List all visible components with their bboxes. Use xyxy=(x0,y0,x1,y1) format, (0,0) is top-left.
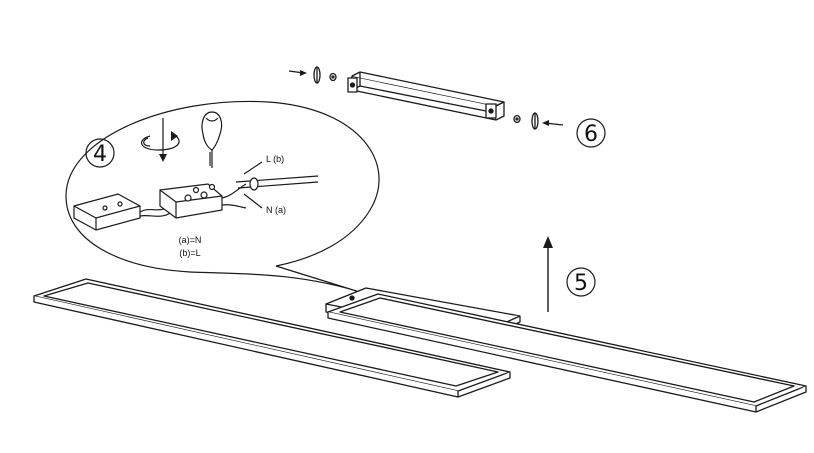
mounting-bracket-assembly xyxy=(288,66,564,130)
step-5-number: 5 xyxy=(574,271,588,296)
step-6-marker: 6 xyxy=(576,118,606,148)
terminal-block-cover xyxy=(73,193,141,231)
lamp-fixture xyxy=(33,278,807,413)
hand-screwdriver-icon xyxy=(201,111,223,168)
left-screw-anchor xyxy=(288,66,337,84)
live-legend: (b)=L xyxy=(179,248,200,258)
live-wire-label: L (b) xyxy=(266,154,284,164)
right-screw-anchor xyxy=(513,112,564,130)
lift-up-arrow-icon xyxy=(543,236,553,312)
step-6-number: 6 xyxy=(584,122,598,147)
step-4-marker: 4 xyxy=(85,138,115,168)
wire-connector xyxy=(139,183,247,219)
neutral-legend: (a)=N xyxy=(179,235,202,245)
step-5-marker: 5 xyxy=(566,267,596,297)
mounting-bracket xyxy=(347,71,505,121)
step-4-number: 4 xyxy=(93,142,107,167)
left-light-bar xyxy=(33,278,511,398)
rotate-arrow-icon xyxy=(141,118,180,162)
wiring-detail-callout: 4 xyxy=(65,100,380,295)
stripped-wire xyxy=(235,161,319,209)
neutral-wire-label: N (a) xyxy=(266,205,286,215)
right-light-bar xyxy=(327,293,807,413)
